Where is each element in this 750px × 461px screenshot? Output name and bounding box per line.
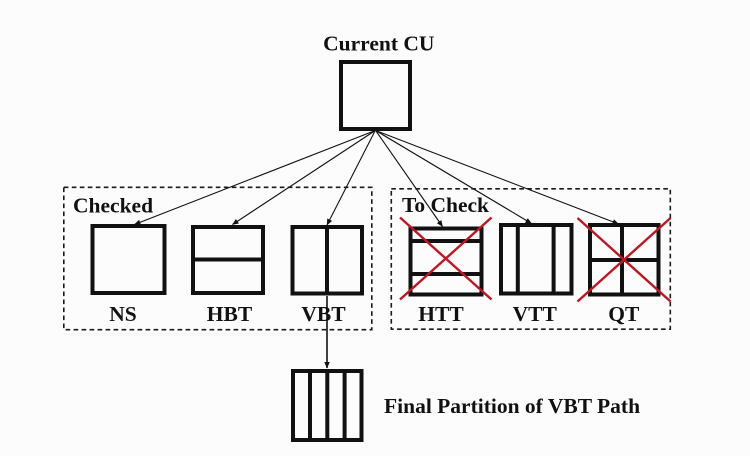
svg-text:To Check: To Check: [402, 193, 489, 217]
svg-text:Current CU: Current CU: [323, 32, 434, 56]
svg-text:VBT: VBT: [301, 302, 346, 326]
svg-text:Checked: Checked: [73, 194, 153, 218]
svg-text:NS: NS: [109, 302, 137, 326]
svg-text:Final Partition of VBT Path: Final Partition of VBT Path: [384, 394, 640, 418]
svg-text:HTT: HTT: [418, 302, 464, 326]
svg-text:VTT: VTT: [513, 302, 558, 326]
svg-text:HBT: HBT: [207, 302, 253, 326]
svg-text:QT: QT: [608, 302, 640, 326]
